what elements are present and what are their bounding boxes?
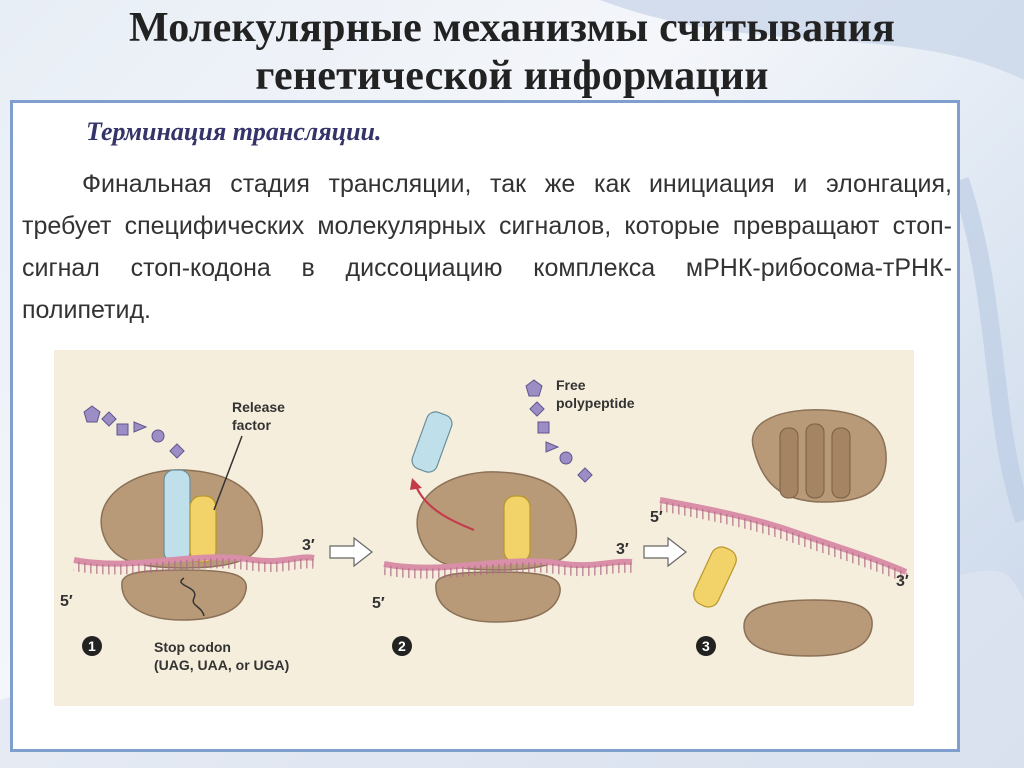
release-factor xyxy=(189,495,217,563)
panel-2: Free polypeptide 3′ 5′ 2 xyxy=(372,377,635,656)
step-arrow-1 xyxy=(329,536,373,568)
free-polypeptide-label-line1: Free xyxy=(556,377,586,393)
five-prime-label-1: 5′ xyxy=(60,593,73,610)
step-3-number: 3 xyxy=(702,638,710,654)
step-arrow-2 xyxy=(643,536,687,568)
ribosome-small-subunit-2 xyxy=(435,571,561,623)
five-prime-label-2: 5′ xyxy=(372,595,385,612)
ribosome-small-subunit xyxy=(121,569,247,621)
stop-codon-label-line2: (UAG, UAA, or UGA) xyxy=(154,657,289,673)
step-1-number: 1 xyxy=(88,638,96,654)
three-prime-label-2: 3′ xyxy=(616,541,629,558)
section-subtitle: Терминация трансляции. xyxy=(86,117,382,146)
polypeptide-chain-1 xyxy=(83,405,185,459)
step-2-number: 2 xyxy=(398,638,406,654)
trna-ptsite xyxy=(163,469,191,563)
free-polypeptide-label-line2: polypeptide xyxy=(556,395,635,411)
stop-codon-label-line1: Stop codon xyxy=(154,639,231,655)
translation-termination-figure: Release factor 3′ 5′ Stop codon (UAG, UA… xyxy=(54,350,914,706)
release-factor-2 xyxy=(503,495,531,563)
three-prime-label-1: 3′ xyxy=(302,537,315,554)
slide-title: Молекулярные механизмы считывания генети… xyxy=(128,5,896,99)
dissociated-small-subunit xyxy=(743,599,873,657)
released-trna xyxy=(411,411,453,473)
panel-3: 5′ 3′ 3 xyxy=(650,409,909,657)
three-prime-label-3: 3′ xyxy=(896,573,909,590)
panel-1: Release factor 3′ 5′ Stop codon (UAG, UA… xyxy=(60,399,315,673)
release-factor-label-line1: Release xyxy=(232,399,285,415)
released-release-factor xyxy=(693,546,737,608)
release-factor-label-line2: factor xyxy=(232,417,271,433)
free-polypeptide xyxy=(525,379,593,483)
body-paragraph: Финальная стадия трансляции, так же как … xyxy=(22,170,952,324)
five-prime-label-3: 5′ xyxy=(650,509,663,526)
ribosome-large-subunit-2 xyxy=(416,471,578,571)
